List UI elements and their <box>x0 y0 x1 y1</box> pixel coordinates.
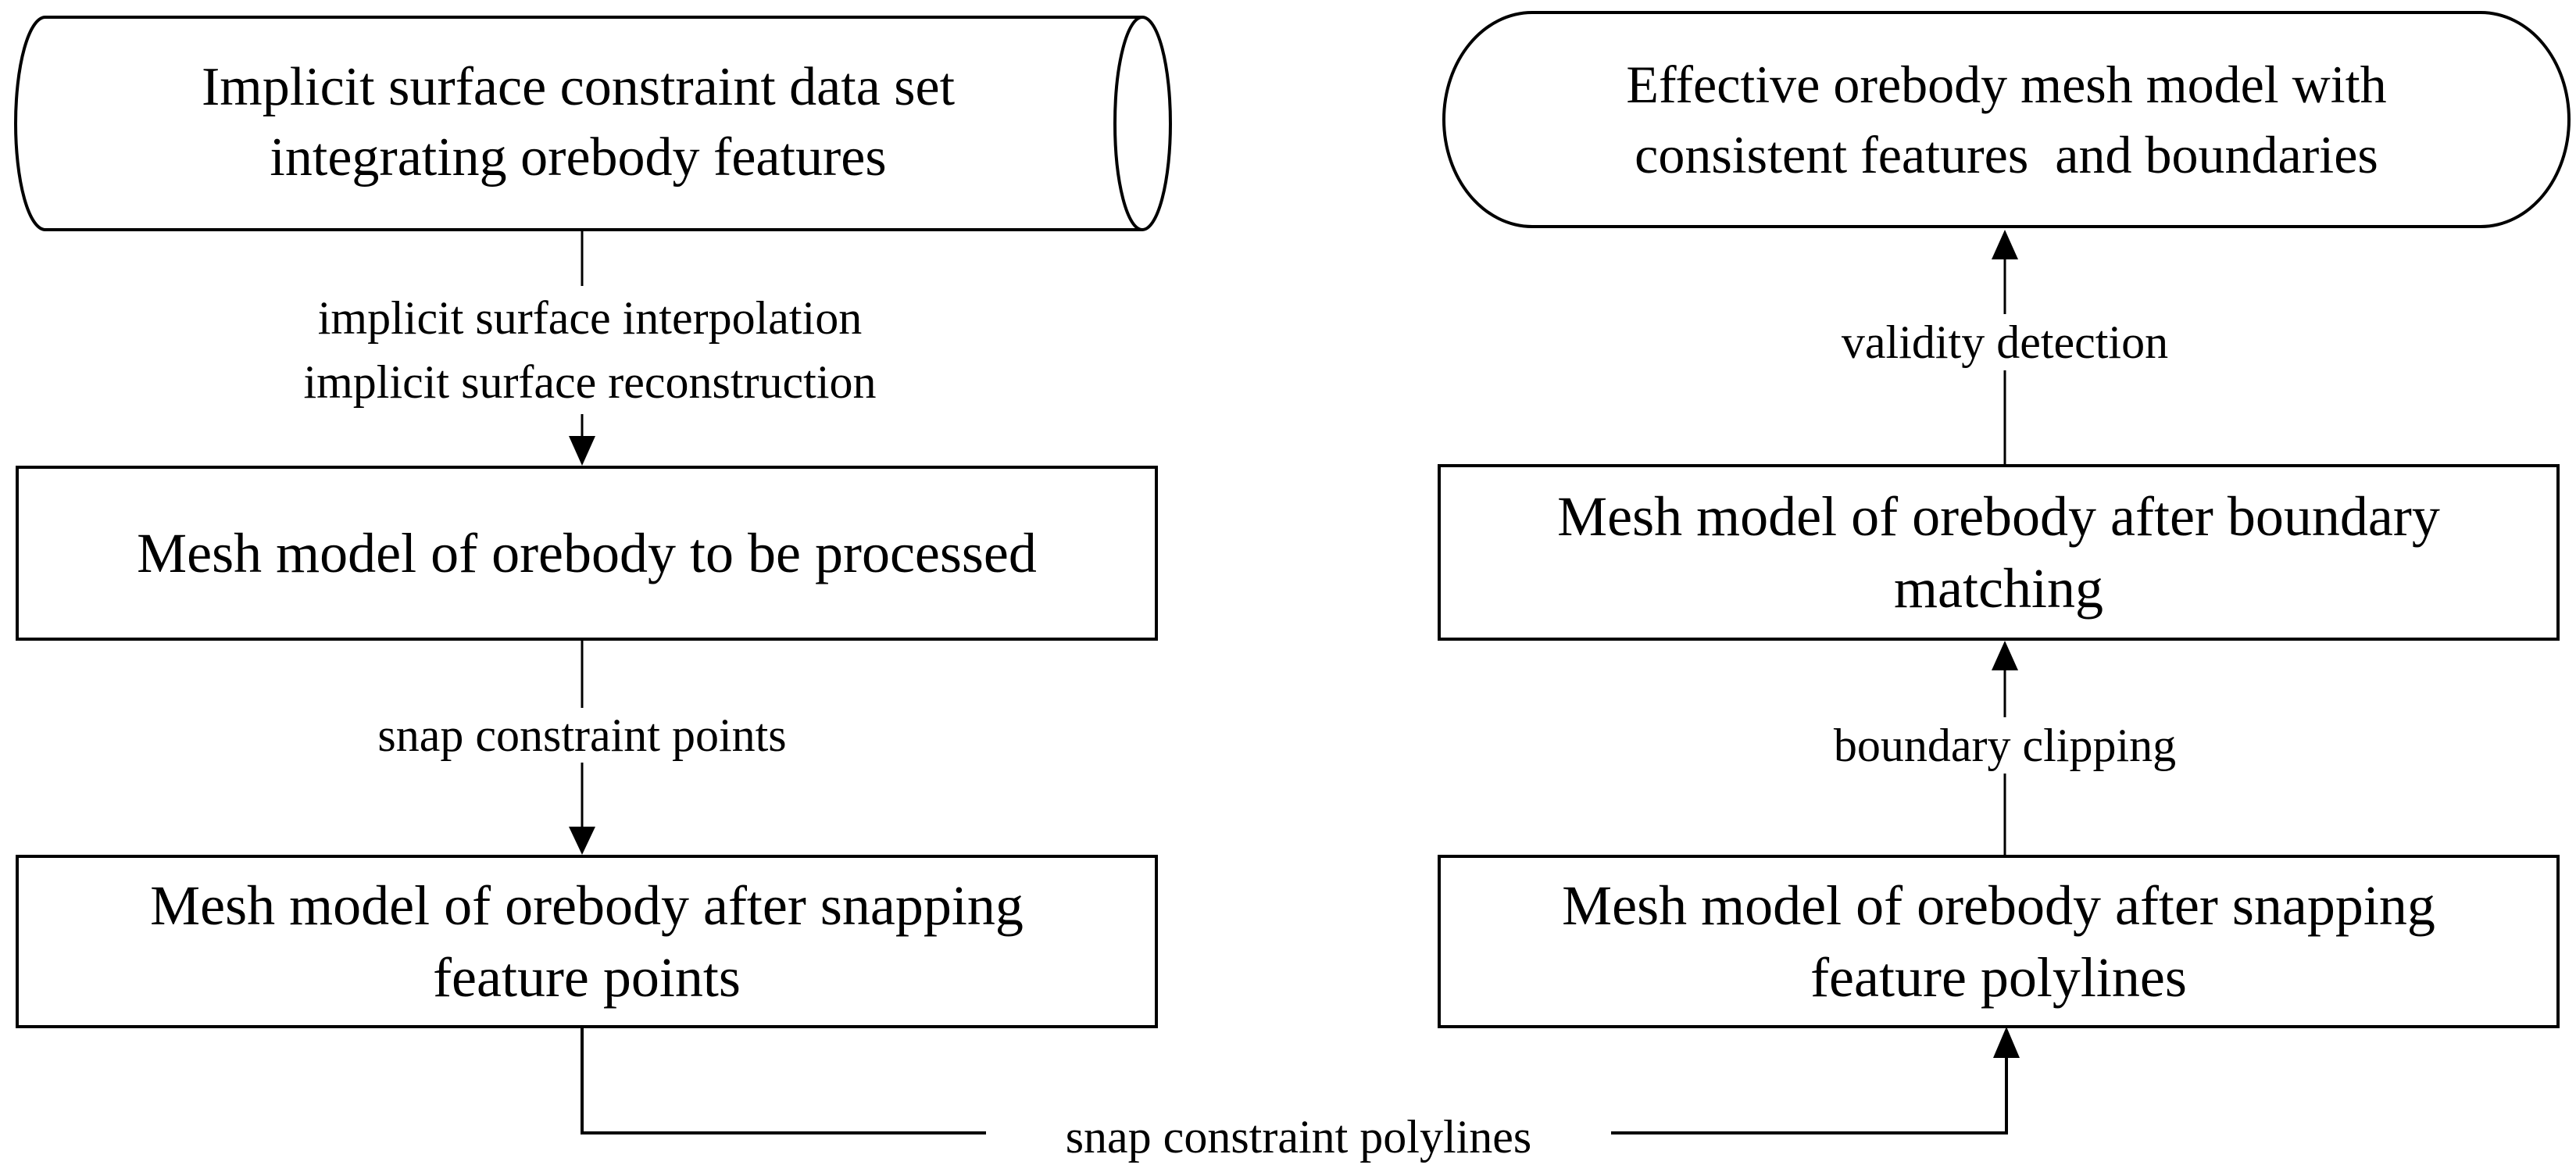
node-mesh-after-polylines-line1: Mesh model of orebody after snapping <box>1562 874 2435 937</box>
node-output-model-line2: consistent features and boundaries <box>1635 125 2378 184</box>
node-mesh-after-points: Mesh model of orebody after snapping fea… <box>16 855 1158 1028</box>
node-mesh-after-matching-line1: Mesh model of orebody after boundary <box>1557 485 2440 548</box>
node-mesh-after-points-line2: feature points <box>433 946 741 1009</box>
node-mesh-after-matching-line2: matching <box>1894 557 2103 620</box>
node-input-dataset-line1: Implicit surface constraint data set <box>201 57 956 117</box>
node-output-model-line1: Effective orebody mesh model with <box>1626 55 2387 114</box>
edge-label-snap-polylines: snap constraint polylines <box>986 1108 1611 1166</box>
node-input-dataset: Implicit surface constraint data set int… <box>31 20 1125 225</box>
edge-boundary-clipping-arrowhead <box>1992 641 2018 670</box>
node-mesh-after-matching: Mesh model of orebody after boundary mat… <box>1438 464 2560 641</box>
edge-snap-points-arrowhead <box>569 827 595 855</box>
edge-interpolation-arrowhead <box>569 436 595 466</box>
edge-snap-polylines-arrowhead <box>1993 1027 2020 1058</box>
edge-validity-detection-arrowhead <box>1992 230 2018 259</box>
edge-label-interpolation-line1: implicit surface interpolation <box>317 292 863 344</box>
node-mesh-to-process-line1: Mesh model of orebody to be processed <box>137 522 1037 584</box>
edge-label-interpolation-line2: implicit surface reconstruction <box>303 356 877 408</box>
edge-label-validity-detection: validity detection <box>1583 314 2427 370</box>
node-mesh-after-polylines: Mesh model of orebody after snapping fea… <box>1438 855 2560 1028</box>
edge-label-snap-points: snap constraint points <box>152 708 1012 763</box>
node-mesh-to-process: Mesh model of orebody to be processed <box>16 466 1158 641</box>
edge-label-boundary-clipping: boundary clipping <box>1583 717 2427 774</box>
node-output-model: Effective orebody mesh model with consis… <box>1442 11 2571 228</box>
node-input-dataset-line2: integrating orebody features <box>270 127 887 188</box>
cylinder-cap-arc <box>1113 16 1143 231</box>
node-mesh-after-polylines-line2: feature polylines <box>1810 946 2187 1009</box>
edge-label-interpolation: implicit surface interpolation implicit … <box>148 286 1031 414</box>
node-mesh-after-points-line1: Mesh model of orebody after snapping <box>150 874 1024 937</box>
